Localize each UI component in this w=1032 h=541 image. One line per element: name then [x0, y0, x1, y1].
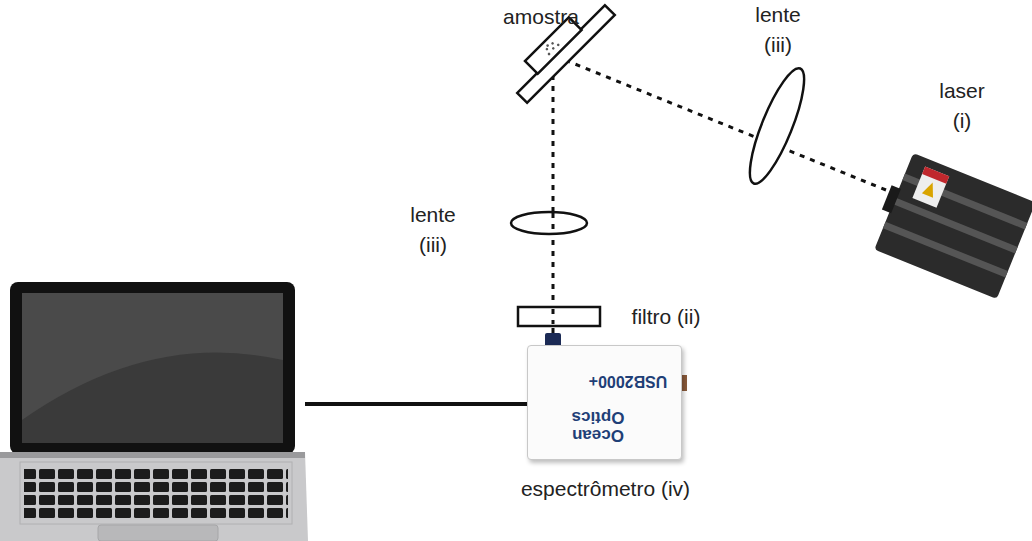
- part-label: lente (iii): [401, 200, 465, 260]
- device-label: espectrômetro (iv): [521, 474, 691, 504]
- part-label: amostra: [486, 2, 596, 32]
- part-label: laser (i): [930, 76, 994, 136]
- usb-cable: [305, 402, 528, 406]
- brand-logo: Ocean Optics: [558, 408, 638, 444]
- lens: [511, 212, 587, 234]
- model-name: USB2000+: [580, 372, 676, 390]
- part-label: lente (iii): [746, 0, 810, 60]
- filter: [518, 307, 600, 326]
- laser-beam: [553, 60, 886, 338]
- spectrometer-box: USB2000+Ocean Opticsespectrômetro (iv): [527, 345, 682, 460]
- laptop: [0, 282, 308, 541]
- lens: [740, 63, 814, 189]
- laser-device: [867, 150, 1032, 299]
- part-label: filtro (ii): [601, 302, 731, 332]
